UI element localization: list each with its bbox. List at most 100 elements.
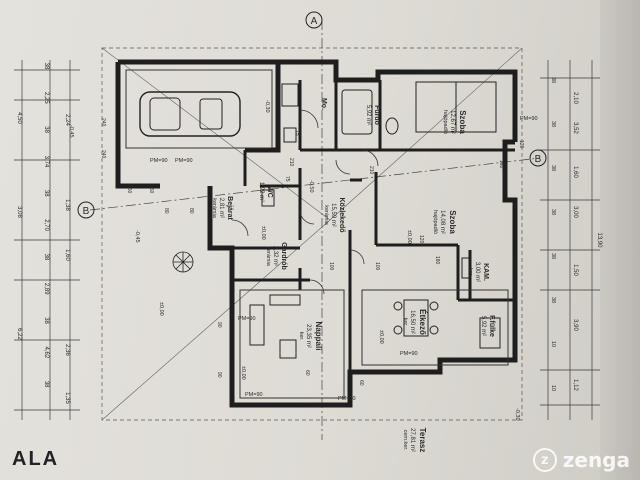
small-dimension-number: 90	[216, 322, 222, 328]
small-dimension-number: 210	[368, 166, 374, 175]
room-szoba1: Szoba 12,67 m² hajópadló	[442, 110, 467, 134]
fixtures	[249, 81, 501, 359]
room-furdo: Fürdő 5,92 m²	[365, 105, 380, 125]
room-gardrob-floor: kerámia	[265, 246, 271, 267]
left-dimension-text: 4,50	[16, 112, 22, 124]
level-mark: -0,45	[134, 230, 140, 243]
room-szoba2-name: Szoba	[448, 210, 457, 234]
small-dimension-number: 180	[434, 256, 440, 265]
room-nappali-name: Nappali	[314, 322, 323, 351]
right-dimension-text: 3,00	[572, 206, 578, 218]
room-gardrob: Gardrób 2,32 m² kerámia	[265, 242, 287, 270]
room-szoba1-area: 12,67 m²	[449, 110, 455, 134]
plant-symbol	[172, 251, 194, 273]
zenga-watermark: z zenga	[532, 448, 630, 472]
sheet-edge-shadow	[600, 0, 640, 480]
room-terasz-floor: cem.ker.	[402, 430, 408, 451]
left-dimension-text: 38	[43, 381, 49, 388]
room-etkezo-floor: ker.	[402, 318, 408, 327]
axis-marker-a-label: A	[311, 16, 318, 27]
room-szoba2-area: 14,08 m²	[439, 210, 445, 234]
room-labels: Fürdő 5,92 m² Mo. Szoba 12,67 m² hajópad…	[211, 98, 495, 452]
small-dimension-number: 240	[100, 150, 106, 159]
small-dimension-number: 75	[284, 176, 290, 182]
axis-marker-b-left-label: B	[83, 206, 90, 217]
room-kamra: KAM. 3,00 m² ker.	[467, 262, 489, 282]
room-kozlekedo: Közlekedő 15,59 m² kerámia	[323, 197, 345, 232]
room-nappali-floor: ker.	[298, 332, 304, 341]
room-wc-area: 1,92 m²	[258, 182, 264, 202]
small-dimension-number: 210	[288, 158, 294, 167]
right-dimension-text: 1,50	[572, 264, 578, 276]
room-etkezo-area: 16,50 m²	[409, 310, 415, 334]
right-dimension-text: 38	[550, 253, 556, 259]
small-dimension-number: 120	[418, 235, 424, 244]
door-window-label: PM=90	[245, 392, 263, 398]
small-dimension-number: 100	[328, 262, 334, 271]
room-furdo2-area: 5,92 m²	[480, 316, 486, 336]
small-dimension-number: 90	[216, 372, 222, 378]
axis-marker-a: A	[305, 11, 323, 29]
zenga-logo-icon: z	[532, 448, 557, 472]
right-dimension-text: 2,10	[572, 92, 578, 104]
left-dimension-inner-texts: 2,241,381,602,361,35	[64, 114, 70, 404]
right-dimension-text: 38	[550, 121, 556, 127]
left-dimension-text: 38	[43, 254, 49, 261]
room-bejarat-name: Bejárat	[226, 196, 233, 220]
right-dimension-text: 38	[550, 77, 556, 83]
room-kamra-floor: ker.	[467, 268, 473, 277]
left-dimension-text: 1,35	[64, 392, 70, 404]
level-mark: -0,50	[308, 180, 314, 193]
roof-outline	[101, 47, 523, 421]
right-dimension-total: 13,90	[596, 232, 602, 248]
right-dimension-text: 38	[550, 165, 556, 171]
left-dimension-text: 3,74	[43, 156, 49, 168]
room-kozlekedo-name: Közlekedő	[338, 197, 345, 232]
left-dimension-text: 1,60	[64, 249, 70, 261]
door-swings	[231, 109, 379, 295]
left-dimension-text: 3,08	[16, 206, 22, 218]
room-etkezo-name: Étkező	[418, 309, 427, 335]
room-gardrob-name: Gardrób	[280, 242, 287, 270]
left-dimension-text: 2,89	[43, 283, 49, 295]
right-dimension-texts: 2,103,521,603,001,503,901,12	[572, 92, 578, 391]
roof-ridge-lines	[101, 47, 523, 421]
right-dimension-text: 1,12	[572, 379, 578, 391]
door-window-label: PM=90	[175, 158, 193, 164]
right-dimension-text: 38	[550, 297, 556, 303]
door-window-label: PM=90	[400, 351, 418, 357]
left-dimension-text: 38	[43, 190, 49, 197]
right-dimension-text: 10	[550, 385, 556, 391]
small-dimension-number: 80	[163, 208, 169, 214]
room-wc-name: WC	[266, 186, 273, 198]
room-nappali: Nappali 23,35 m² ker.	[298, 322, 323, 351]
room-furdo-area: 5,92 m²	[365, 105, 371, 125]
axis-marker-b-right: B	[529, 149, 547, 167]
room-szoba1-floor: hajópadló	[442, 110, 448, 134]
left-dimension-text: 6,22	[16, 328, 22, 340]
left-dimension-text: 2,24	[64, 114, 70, 126]
level-mark: ±0,00	[378, 330, 384, 344]
level-mark: ±0,00	[240, 366, 246, 380]
room-mosdo: Mo.	[320, 98, 327, 110]
room-szoba1-name: Szoba	[458, 110, 467, 134]
room-mosdo-name: Mo.	[320, 98, 327, 110]
room-kamra-name: KAM.	[482, 263, 489, 281]
room-kamra-area: 3,00 m²	[474, 262, 480, 282]
left-dimension-text: 38	[43, 317, 49, 324]
small-dimension-number: 150	[126, 185, 132, 194]
door-window-label: PM=90	[520, 116, 538, 122]
exterior-walls	[115, 59, 518, 408]
door-window-label: PM=90	[238, 316, 256, 322]
room-kozlekedo-area: 15,59 m²	[330, 203, 336, 227]
right-dimension-text: 3,52	[572, 122, 578, 134]
room-furdo2-name: F.fülke	[488, 315, 495, 337]
axis-lines	[89, 20, 541, 440]
small-dimension-number: 180	[498, 160, 504, 169]
room-etkezo: Étkező 16,50 m² ker.	[402, 309, 427, 335]
right-dimension-text: 10	[550, 341, 556, 347]
small-dimension-number: 80	[188, 208, 194, 214]
